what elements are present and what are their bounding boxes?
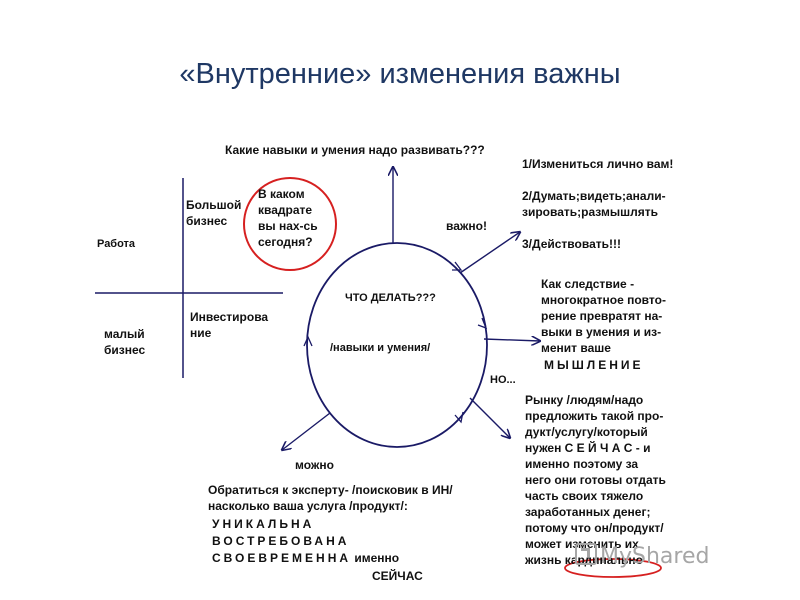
market-text: Рынку /людям/надо предложить такой про- … (525, 393, 666, 567)
watermark: MyShared (575, 543, 709, 569)
arrow-down-right (469, 397, 510, 438)
quadrant-label-big-business: Большой бизнес (186, 198, 242, 228)
watermark-text: MyShared (600, 544, 710, 569)
expert-text: Обратиться к эксперту- /поисковик в ИН/ … (208, 483, 453, 513)
myshared-logo-icon (575, 543, 597, 565)
quadrant-label-investing: Инвестирова ние (190, 310, 269, 340)
arrow-right (483, 339, 540, 341)
unique-label: УНИКАЛЬНА (212, 517, 315, 531)
center-question-text: ЧТО ДЕЛАТЬ??? (345, 292, 436, 304)
namely-label: именно (351, 551, 400, 565)
consequence-text: Как следствие - многократное повто- рени… (541, 277, 666, 355)
circled-question-text: В каком квадрате вы нах-сь сегодня? (258, 187, 318, 249)
quadrant-label-work: Работа (97, 238, 136, 250)
demanded-label: ВОСТРЕБОВАНА (212, 534, 350, 548)
arrow-down-left (282, 412, 331, 450)
circle-arrowhead (452, 261, 463, 271)
arrow-up-right (459, 232, 520, 274)
but-label: НО... (490, 374, 516, 386)
slide-title: «Внутренние» изменения важны (179, 58, 621, 90)
circle-arrowhead (454, 411, 464, 424)
quadrant-label-small-business: малый бизнес (104, 327, 146, 357)
highlight-circle (243, 177, 337, 271)
thinking-label: МЫШЛЕНИЕ (544, 358, 644, 372)
steps-text: 1/Измениться лично вам! 2/Думать;видеть;… (522, 157, 674, 251)
top-question-text: Какие навыки и умения надо развивать??? (225, 143, 485, 157)
center-skills-text: /навыки и умения/ (330, 342, 431, 354)
circle-arrowhead (303, 335, 313, 347)
important-label: важно! (446, 219, 487, 233)
central-circle (306, 242, 488, 448)
now-label: СЕЙЧАС (372, 569, 423, 583)
timely-label: СВОЕВРЕМЕННА (212, 551, 352, 565)
possible-label: можно (295, 458, 334, 472)
highlight-oval (564, 558, 662, 578)
circle-arrowhead (477, 317, 488, 330)
